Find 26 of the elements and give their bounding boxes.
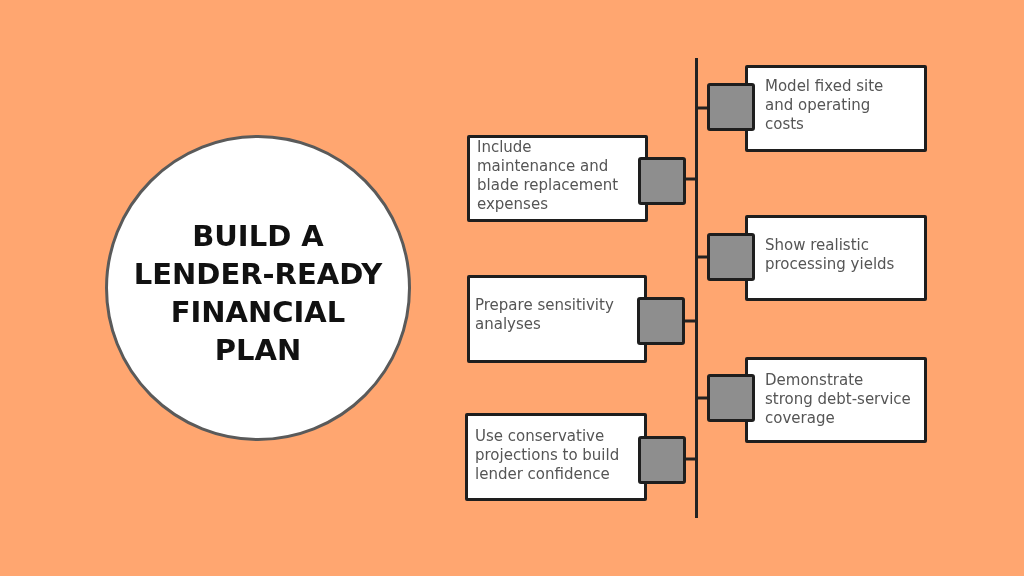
square-marker (707, 233, 755, 281)
step-text: Demonstrate strong debt-service coverage (765, 371, 912, 428)
square-marker (638, 436, 686, 484)
connector-line (685, 319, 695, 323)
square-marker (637, 297, 685, 345)
step-text: Prepare sensitivity analyses (475, 296, 615, 334)
square-marker (638, 157, 686, 205)
connector-line (698, 255, 707, 259)
step-card (745, 357, 927, 443)
step-text: Use conservative projections to build lender confidence (475, 427, 621, 484)
step-card (745, 215, 927, 301)
step-text: Model fixed site and operating costs (765, 77, 885, 134)
connector-line (698, 396, 707, 400)
step-card (467, 275, 647, 363)
connector-line (698, 106, 707, 110)
step-card (467, 135, 648, 222)
step-text: Show realistic processing yields (765, 236, 896, 274)
square-marker (707, 374, 755, 422)
connector-line (686, 457, 695, 461)
step-text: Include maintenance and blade replacement expenses (477, 138, 620, 214)
timeline-line (695, 58, 698, 518)
heading-text: BUILD A LENDER-READY FINANCIAL PLAN (132, 218, 384, 369)
step-card (465, 413, 647, 501)
square-marker (707, 83, 755, 131)
connector-line (686, 177, 695, 181)
step-card (745, 65, 927, 152)
